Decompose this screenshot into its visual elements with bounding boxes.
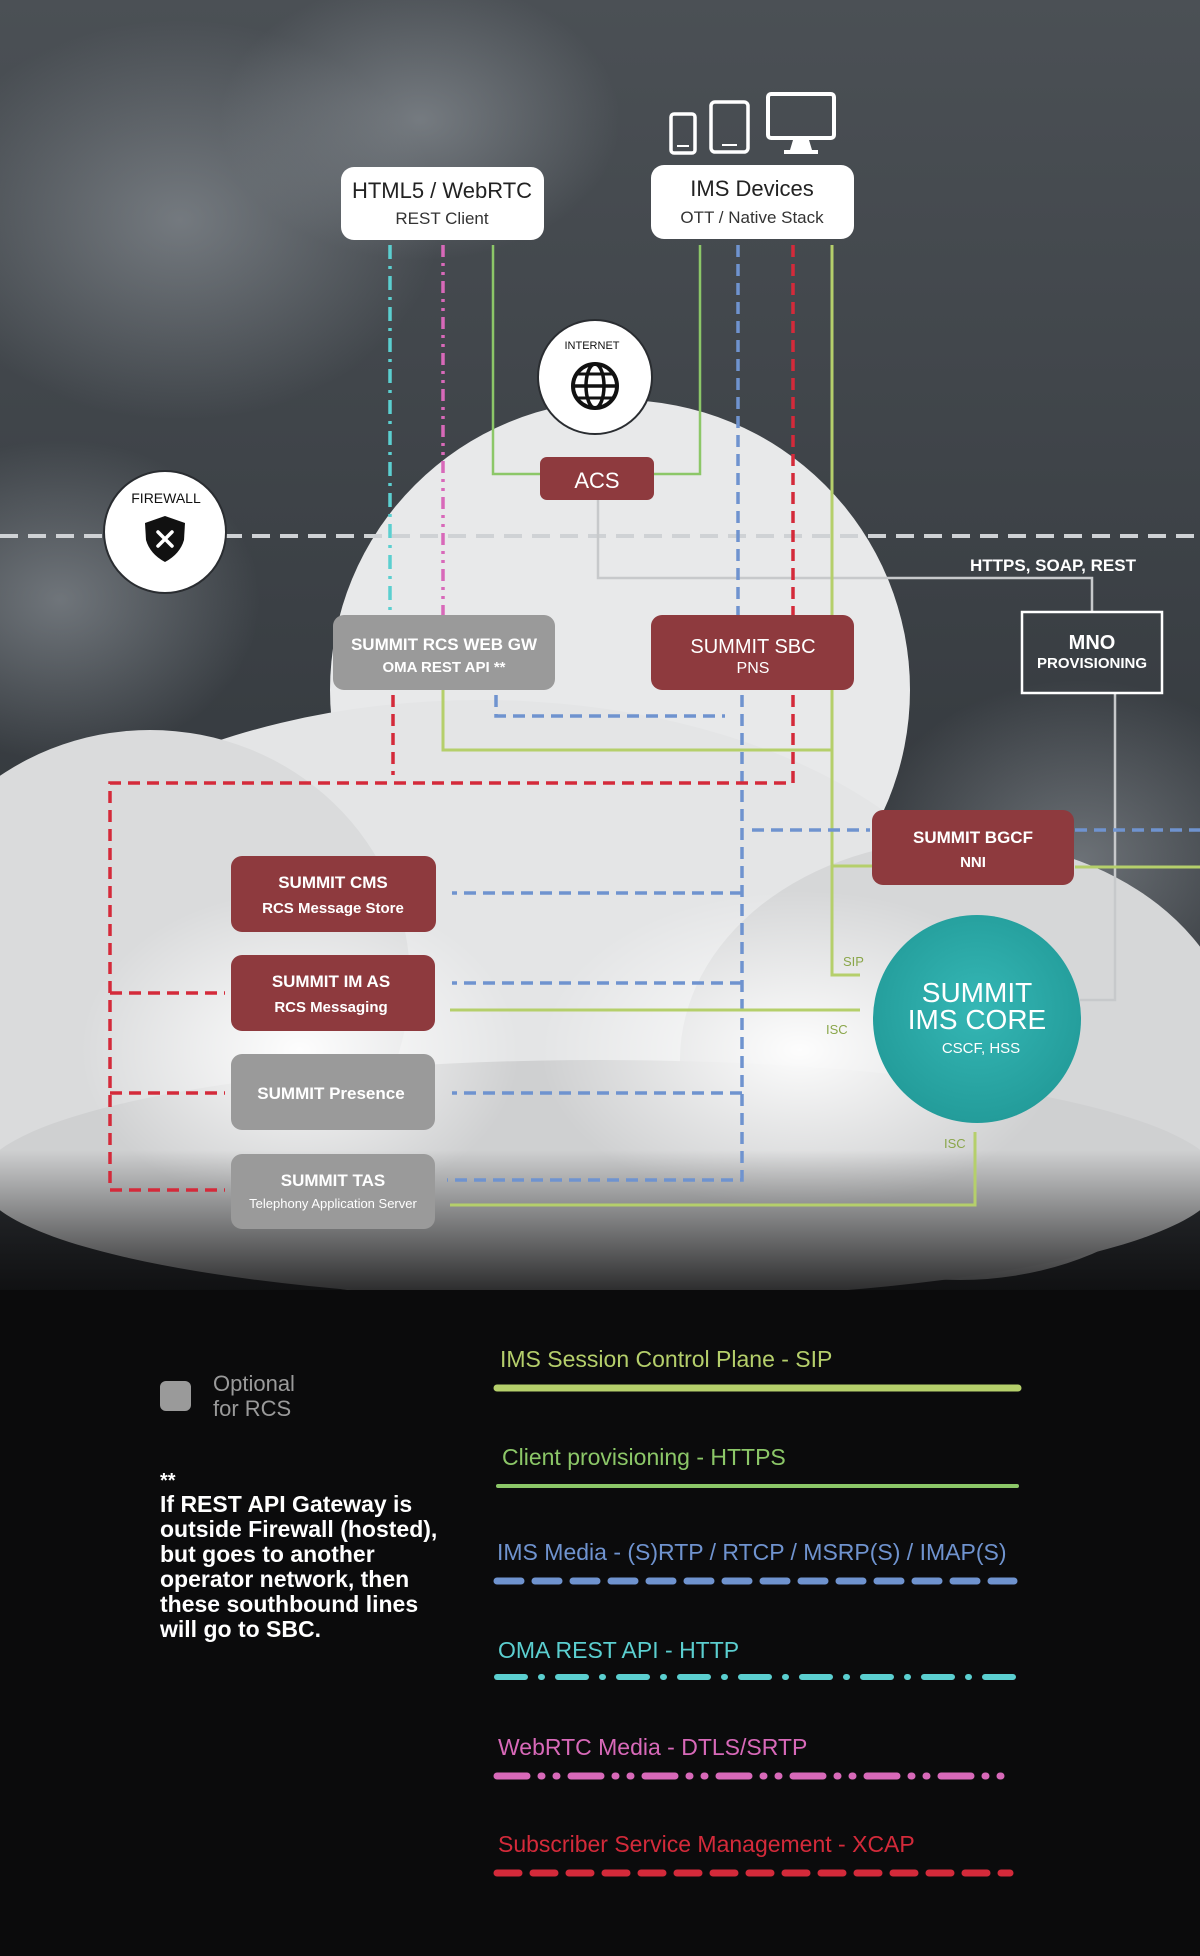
sip-line-gw (441, 690, 832, 752)
smartphone-icon (669, 112, 697, 155)
optional-label-2: for RCS (213, 1396, 291, 1421)
tablet-icon (709, 100, 750, 154)
ims-core-subtitle: CSCF, HSS (942, 1040, 1020, 1057)
firewall-node: FIREWALL (103, 470, 227, 594)
bgcf-subtitle: NNI (960, 854, 986, 871)
cms-title: SUMMIT CMS (278, 873, 388, 892)
rcs-web-gw-title: SUMMIT RCS WEB GW (351, 635, 538, 654)
ims-core-title-1: SUMMIT (922, 977, 1032, 1008)
isc-label-2: ISC (944, 1136, 966, 1151)
rcs-web-gw-subtitle: OMA REST API ** (382, 659, 505, 676)
legend-label-xcap: Subscriber Service Management - XCAP (498, 1831, 915, 1857)
provisioning-line-ims (654, 245, 702, 476)
optional-swatch (160, 1381, 191, 1411)
isc-label-1: ISC (826, 1022, 848, 1037)
monitor-icon (766, 92, 836, 154)
bgcf-title: SUMMIT BGCF (913, 828, 1033, 847)
line-legend: IMS Session Control Plane - SIP Client p… (493, 1346, 1022, 1877)
webrtc-client-subtitle: REST Client (395, 209, 488, 228)
mno-provisioning-node: MNO PROVISIONING (1020, 610, 1164, 695)
tas-title: SUMMIT TAS (281, 1171, 386, 1190)
rest-gateway-note: ** If REST API Gateway is outside Firewa… (160, 1470, 440, 1642)
im-as-node: SUMMIT IM AS RCS Messaging (231, 955, 435, 1031)
im-as-title: SUMMIT IM AS (272, 972, 390, 991)
tas-node: SUMMIT TAS Telephony Application Server (231, 1154, 435, 1229)
provisioning-line-html5 (491, 245, 540, 476)
legend-label-sip: IMS Session Control Plane - SIP (500, 1346, 832, 1372)
shield-x-icon (145, 516, 185, 562)
ims-devices-client: IMS Devices OTT / Native Stack (651, 165, 854, 239)
ims-devices-title: IMS Devices (690, 176, 813, 201)
sip-line-devices (830, 245, 860, 977)
isc-line-tas (450, 1132, 977, 1207)
note-marker: ** (160, 1470, 176, 1492)
presence-title: SUMMIT Presence (257, 1084, 404, 1103)
bgcf-node: SUMMIT BGCF NNI (872, 810, 1074, 885)
media-trunk (447, 695, 744, 1182)
cms-subtitle: RCS Message Store (262, 900, 404, 917)
device-icons (669, 92, 836, 155)
legend-label-rest: OMA REST API - HTTP (498, 1637, 739, 1663)
ims-devices-subtitle: OTT / Native Stack (680, 208, 824, 227)
ims-core-node: SUMMIT IMS CORE CSCF, HSS (873, 915, 1081, 1123)
legend-label-media: IMS Media - (S)RTP / RTCP / MSRP(S) / IM… (497, 1539, 1006, 1565)
html5-webrtc-client: HTML5 / WebRTC REST Client (341, 167, 544, 240)
sbc-node: SUMMIT SBC PNS (651, 615, 854, 690)
sip-label: SIP (843, 954, 864, 969)
webrtc-client-title: HTML5 / WebRTC (352, 178, 532, 203)
cms-node: SUMMIT CMS RCS Message Store (231, 856, 436, 932)
internet-label: INTERNET (565, 340, 620, 352)
https-soap-rest-label: HTTPS, SOAP, REST (970, 556, 1137, 575)
firewall-label: FIREWALL (131, 490, 201, 506)
legend-background (0, 1290, 1200, 1956)
legend-label-https: Client provisioning - HTTPS (502, 1444, 786, 1470)
ims-core-title-2: IMS CORE (908, 1004, 1046, 1035)
sbc-subtitle: PNS (737, 660, 770, 677)
rcs-web-gw-node: SUMMIT RCS WEB GW OMA REST API ** (333, 615, 555, 690)
tas-subtitle: Telephony Application Server (249, 1196, 417, 1211)
presence-node: SUMMIT Presence (231, 1054, 435, 1130)
optional-legend: Optional for RCS (160, 1371, 295, 1421)
globe-icon (571, 362, 619, 410)
internet-node: INTERNET (537, 319, 653, 435)
legend-label-webrtc: WebRTC Media - DTLS/SRTP (498, 1734, 807, 1760)
media-line-gw-sbc (494, 695, 725, 718)
mno-title: MNO (1069, 632, 1116, 654)
mno-ims-line (1080, 694, 1117, 1002)
acs-mno-line (596, 500, 1094, 612)
acs-node: ACS (540, 457, 654, 500)
sbc-title: SUMMIT SBC (690, 636, 815, 658)
im-as-subtitle: RCS Messaging (274, 999, 387, 1016)
note-body: If REST API Gateway is outside Firewall … (160, 1491, 438, 1642)
xcap-loop (108, 695, 795, 1192)
mno-subtitle: PROVISIONING (1037, 655, 1147, 672)
acs-title: ACS (574, 468, 619, 493)
optional-label-1: Optional (213, 1371, 295, 1396)
